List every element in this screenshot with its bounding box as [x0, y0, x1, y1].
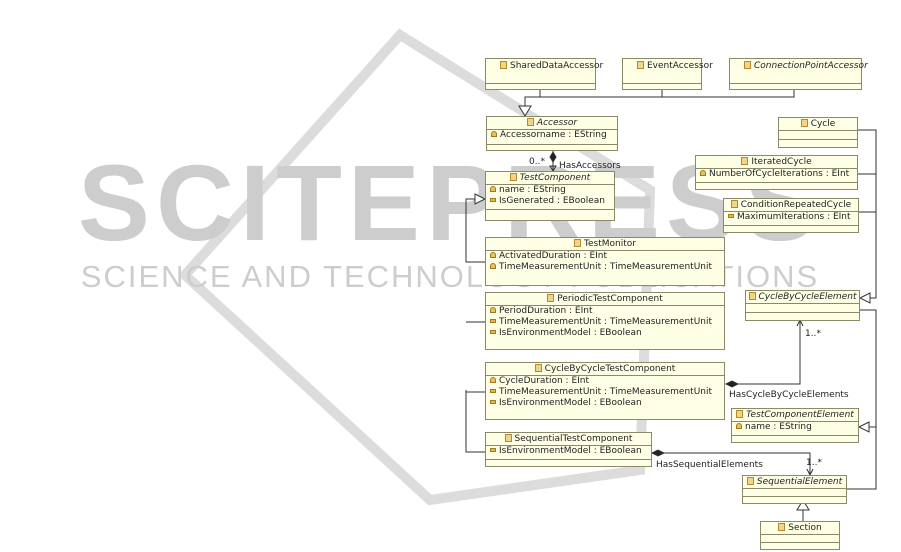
has-sequential-elements-label: HasSequentialElements — [656, 460, 763, 470]
class-shared-data-accessor[interactable]: SharedDataAccessor — [485, 58, 603, 90]
class-name: Cycle — [810, 119, 836, 129]
class-icon — [746, 477, 754, 485]
class-name: SequentialTestComponent — [514, 434, 633, 444]
attribute-icon — [490, 448, 496, 452]
key-icon — [490, 252, 496, 258]
class-name: Section — [788, 523, 822, 533]
attribute: name : EString — [486, 185, 614, 196]
class-cycle-by-cycle-test-component[interactable]: CycleByCycleTestComponent CycleDuration … — [485, 362, 725, 420]
has-accessors-label: HasAccessors — [559, 161, 621, 171]
class-test-component[interactable]: TestComponent name : EString IsGenerated… — [485, 171, 615, 221]
class-test-component-element[interactable]: TestComponentElement name : EString — [731, 408, 859, 443]
class-name: TestComponent — [519, 173, 591, 183]
class-icon — [526, 118, 534, 126]
class-name: IteratedCycle — [751, 157, 812, 167]
attribute-icon — [490, 400, 496, 404]
class-icon — [509, 173, 517, 181]
class-sequential-test-component[interactable]: SequentialTestComponent IsEnvironmentMod… — [485, 432, 652, 467]
attribute: CycleDuration : EInt — [486, 376, 724, 387]
key-icon — [736, 423, 742, 429]
attribute: IsEnvironmentModel : EBoolean — [486, 328, 724, 339]
key-icon — [490, 307, 496, 313]
class-iterated-cycle[interactable]: IteratedCycle NumberOfCycleIterations : … — [695, 155, 858, 190]
attribute: NumberOfCycleIterations : EInt — [696, 169, 857, 180]
class-icon — [800, 119, 808, 127]
class-cycle-by-cycle-element[interactable]: CycleByCycleElement — [745, 290, 860, 321]
class-icon — [500, 61, 507, 69]
class-condition-repeated-cycle[interactable]: ConditionRepeatedCycle MaximumIterations… — [723, 198, 859, 233]
attribute-icon — [490, 330, 496, 334]
class-icon — [574, 239, 582, 247]
attribute: MaximumIterations : EInt — [724, 212, 858, 223]
class-name: ConditionRepeatedCycle — [740, 200, 852, 210]
class-name: EventAccessor — [647, 61, 713, 71]
class-icon — [730, 200, 738, 208]
class-cycle[interactable]: Cycle — [778, 117, 858, 148]
attribute-icon — [728, 214, 734, 218]
class-icon — [637, 61, 644, 69]
class-test-monitor[interactable]: TestMonitor ActivatedDuration : EInt Tim… — [485, 237, 725, 286]
class-name: ConnectionPointAccessor — [754, 61, 868, 71]
class-name: CycleByCycleElement — [758, 292, 857, 302]
attribute-icon — [490, 319, 496, 323]
attribute: IsEnvironmentModel : EBoolean — [486, 446, 651, 457]
key-icon — [490, 377, 496, 383]
key-icon — [490, 186, 496, 192]
attribute-icon — [490, 389, 496, 393]
key-icon — [491, 131, 497, 137]
class-name: PeriodicTestComponent — [557, 294, 663, 304]
has-accessors-multiplicity: 0..* — [529, 157, 545, 167]
class-icon — [736, 410, 744, 418]
attribute-icon — [490, 198, 496, 202]
attribute: IsEnvironmentModel : EBoolean — [486, 398, 724, 409]
class-name: SharedDataAccessor — [510, 61, 604, 71]
class-icon — [534, 364, 542, 372]
attribute: PeriodDuration : EInt — [486, 306, 724, 317]
class-icon — [748, 292, 756, 300]
class-icon — [744, 61, 751, 69]
class-icon — [547, 294, 555, 302]
key-icon — [700, 170, 706, 176]
class-name: SequentialElement — [756, 477, 843, 487]
class-name: TestComponentElement — [746, 410, 854, 420]
class-accessor[interactable]: Accessor Accessorname : EString — [486, 116, 618, 151]
attribute: name : EString — [732, 422, 858, 433]
class-event-accessor[interactable]: EventAccessor — [622, 58, 713, 90]
class-name: TestMonitor — [584, 239, 636, 249]
class-section[interactable]: Section — [760, 521, 840, 550]
has-sequential-multiplicity: 1..* — [806, 458, 822, 468]
has-cycle-by-cycle-elements-label: HasCycleByCycleElements — [729, 390, 849, 400]
class-name: Accessor — [536, 118, 578, 128]
attribute: ActivatedDuration : EInt — [486, 251, 724, 262]
class-sequential-element[interactable]: SequentialElement — [742, 475, 847, 504]
class-periodic-test-component[interactable]: PeriodicTestComponent PeriodDuration : E… — [485, 292, 725, 350]
attribute: TimeMeasurementUnit : TimeMeasurementUni… — [486, 317, 724, 328]
class-connection-point-accessor[interactable]: ConnectionPointAccessor — [729, 58, 868, 90]
has-cycle-by-cycle-multiplicity: 1..* — [805, 329, 821, 339]
class-name: CycleByCycleTestComponent — [544, 364, 676, 374]
attribute: TimeMeasurementUnit : TimeMeasurementUni… — [486, 387, 724, 398]
key-icon — [490, 263, 496, 269]
class-icon — [504, 434, 512, 442]
attribute: IsGenerated : EBoolean — [486, 196, 614, 207]
class-icon — [741, 157, 749, 165]
attribute: Accessorname : EString — [487, 130, 617, 141]
attribute: TimeMeasurementUnit : TimeMeasurementUni… — [486, 262, 724, 273]
class-icon — [778, 523, 786, 531]
